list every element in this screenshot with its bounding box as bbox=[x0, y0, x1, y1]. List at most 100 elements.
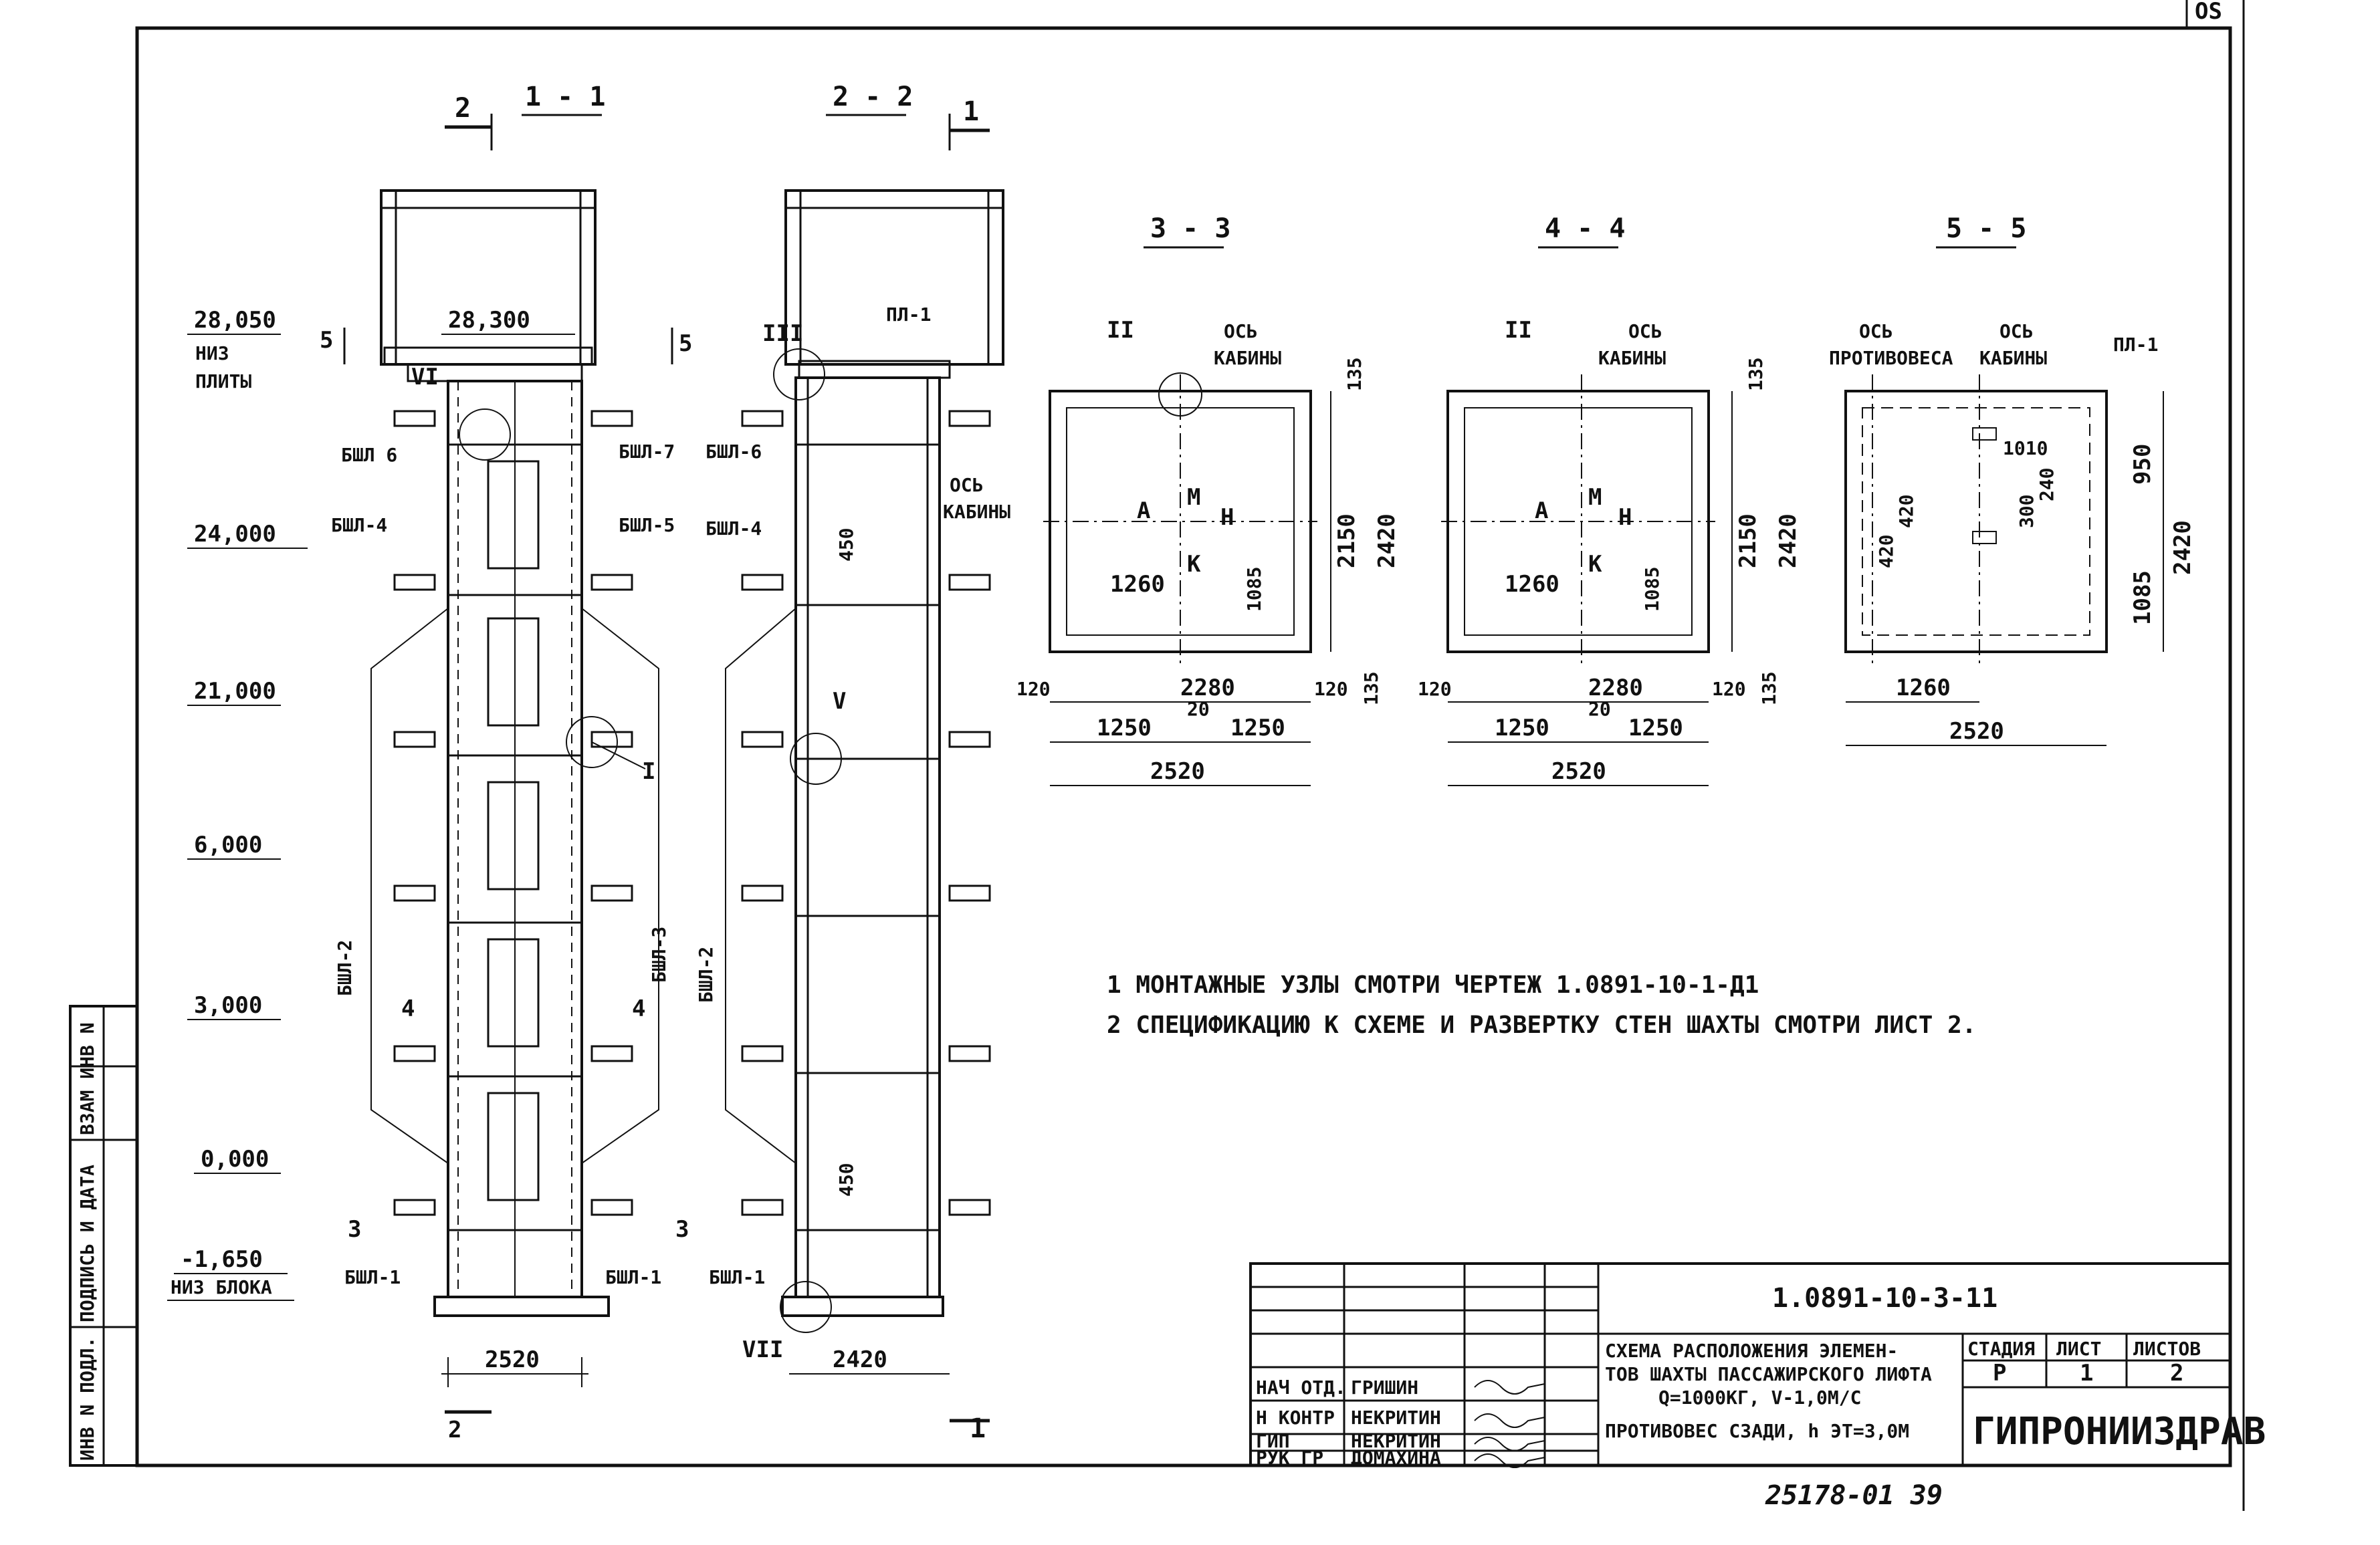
node-VII: VII bbox=[742, 1336, 783, 1363]
axis-cabin-33-side-2: КАБИНЫ bbox=[943, 501, 1010, 523]
node-II-33: II bbox=[1107, 317, 1134, 344]
node-I: I bbox=[642, 758, 655, 785]
block-bshl1-s22: БШЛ-1 bbox=[709, 1266, 765, 1288]
marker-1-top: 1 bbox=[963, 96, 979, 127]
dim-2420-44: 2420 bbox=[1775, 513, 1802, 568]
block-bshl2-s22: БШЛ-2 bbox=[695, 947, 717, 1003]
block-bshl3: БШЛ-3 bbox=[648, 927, 670, 983]
axis-cabin-33-2: КАБИНЫ bbox=[1214, 347, 1281, 369]
axis-cw-1: ОСЬ bbox=[1859, 320, 1893, 342]
axis-cw-2: ПРОТИВОВЕСА bbox=[1829, 347, 1953, 369]
marker-3-left: 3 bbox=[348, 1216, 361, 1243]
marker-4-left: 4 bbox=[401, 995, 415, 1022]
person-role-3: РУК ГР bbox=[1256, 1447, 1323, 1469]
block-pl1-55: ПЛ-1 bbox=[2113, 334, 2158, 356]
stamp-org: ГИПРОНИИЗДРАВ bbox=[1973, 1410, 2266, 1453]
dim-120-33-left: 120 bbox=[1016, 678, 1051, 700]
stamp-sheet-header: ЛИСТ bbox=[2056, 1338, 2101, 1360]
node-III: III bbox=[762, 320, 803, 347]
sidebar-sign-label: ПОДПИСЬ И ДАТА bbox=[76, 1165, 98, 1322]
dim-2150-33: 2150 bbox=[1333, 513, 1360, 568]
marker-4-right: 4 bbox=[632, 995, 645, 1022]
block-bshl1-right: БШЛ-1 bbox=[605, 1266, 661, 1288]
section-title-2-2: 2 - 2 bbox=[833, 82, 913, 112]
dim-1260-44: 1260 bbox=[1505, 571, 1559, 598]
level-6000: 6,000 bbox=[194, 832, 262, 858]
dim-2280-44: 2280 bbox=[1588, 675, 1643, 701]
sidebar-vzam-label: ВЗАМ ИНВ N bbox=[76, 1022, 98, 1135]
dim-2520-s11: 2520 bbox=[485, 1346, 540, 1373]
block-bshl2: БШЛ-2 bbox=[334, 940, 356, 996]
level-1650: -1,650 bbox=[181, 1246, 263, 1273]
label-H-44: Н bbox=[1618, 504, 1632, 531]
person-role-0: НАЧ ОТД. bbox=[1256, 1377, 1346, 1399]
label-A-33: А bbox=[1137, 497, 1150, 524]
level-24000: 24,000 bbox=[194, 521, 276, 548]
dim-2420-33: 2420 bbox=[1374, 513, 1400, 568]
dim-2420-55: 2420 bbox=[2169, 520, 2196, 575]
block-bshl6: БШЛ 6 bbox=[341, 444, 397, 466]
section-2-2: 2 - 2 1 bbox=[695, 82, 1004, 1444]
stamp-stage: Р bbox=[1993, 1360, 2006, 1387]
dim-300: 300 bbox=[2016, 494, 2038, 528]
stamp-title-2: ТОВ ШАХТЫ ПАССАЖИРСКОГО ЛИФТА bbox=[1605, 1363, 1932, 1385]
section-title-5-5: 5 - 5 bbox=[1946, 213, 2026, 244]
person-name-0: ГРИШИН bbox=[1351, 1377, 1418, 1399]
dim-2280-33: 2280 bbox=[1180, 675, 1235, 701]
level-28050-sub-1: НИЗ bbox=[195, 342, 229, 364]
dim-420-a: 420 bbox=[1875, 534, 1897, 568]
person-role-2: ГИП bbox=[1256, 1430, 1290, 1452]
note-2: 2 СПЕЦИФИКАЦИЮ К СХЕМЕ И РАЗВЕРТКУ СТЕН … bbox=[1107, 1012, 1976, 1039]
block-bshl4: БШЛ-4 bbox=[331, 514, 387, 536]
notes: 1 МОНТАЖНЫЕ УЗЛЫ СМОТРИ ЧЕРТЕЖ 1.0891-10… bbox=[1107, 971, 1976, 1039]
label-M-44: М bbox=[1588, 484, 1602, 511]
level-21000: 21,000 bbox=[194, 678, 276, 705]
person-name-2: НЕКРИТИН bbox=[1351, 1430, 1441, 1452]
axis-cabin-33-side-1: ОСЬ bbox=[950, 474, 984, 496]
dim-1250-33-right: 1250 bbox=[1230, 715, 1285, 741]
dim-450-bottom: 450 bbox=[835, 1163, 857, 1197]
block-bshl4-s22: БШЛ-4 bbox=[706, 517, 762, 540]
stamp-title-1: СХЕМА РАСПОЛОЖЕНИЯ ЭЛЕМЕН- bbox=[1605, 1340, 1898, 1362]
block-bshl1-left: БШЛ-1 bbox=[344, 1266, 401, 1288]
level-28300: 28,300 bbox=[448, 307, 530, 334]
level-28050-sub-2: ПЛИТЫ bbox=[195, 370, 251, 392]
axis-cabin-33-1: ОСЬ bbox=[1224, 320, 1258, 342]
corner-mark: OS bbox=[2195, 0, 2222, 25]
title-block: 1.0891-10-3-11 СХЕМА РАСПОЛОЖЕНИЯ ЭЛЕМЕН… bbox=[1249, 1262, 2266, 1469]
dim-1260-33: 1260 bbox=[1110, 571, 1165, 598]
dim-1250-44-right: 1250 bbox=[1628, 715, 1683, 741]
dim-1250-33-left: 1250 bbox=[1097, 715, 1152, 741]
dim-1085-33: 1085 bbox=[1243, 567, 1265, 612]
dim-20-33: 20 bbox=[1187, 698, 1210, 720]
stamp-sheets: 2 bbox=[2170, 1360, 2183, 1387]
person-name-3: ДОМАХИНА bbox=[1351, 1447, 1441, 1469]
axis-cabin-55-1: ОСЬ bbox=[1999, 320, 2034, 342]
dim-135-44-bottom: 135 bbox=[1758, 671, 1780, 705]
sidebar-inv-label: ИНВ N ПОДЛ. bbox=[76, 1337, 98, 1461]
section-title-3-3: 3 - 3 bbox=[1150, 213, 1230, 244]
stamp-title-4: ПРОТИВОВЕС СЗАДИ, h ЭТ=3,0М bbox=[1605, 1420, 1909, 1442]
sidebar-stamp: ИНВ N ПОДЛ. ПОДПИСЬ И ДАТА ВЗАМ ИНВ N bbox=[69, 1005, 138, 1467]
block-bshl6-s22: БШЛ-6 bbox=[706, 441, 762, 463]
node-V: V bbox=[833, 688, 846, 715]
dim-1250-44-left: 1250 bbox=[1495, 715, 1549, 741]
dim-135-33-bottom: 135 bbox=[1360, 671, 1382, 705]
dim-120-33-right: 120 bbox=[1314, 678, 1348, 700]
block-bshl5: БШЛ-5 bbox=[619, 514, 675, 536]
dim-450-top: 450 bbox=[835, 527, 857, 562]
block-pl1: ПЛ-1 bbox=[886, 304, 931, 326]
axis-cabin-44-1: ОСЬ bbox=[1628, 320, 1662, 342]
level-28050: 28,050 bbox=[194, 307, 276, 334]
dim-2520-55: 2520 bbox=[1949, 718, 2004, 745]
dim-950: 950 bbox=[2129, 444, 2156, 485]
dim-2520-44: 2520 bbox=[1551, 758, 1606, 785]
section-1-1: 1 - 1 2 bbox=[320, 82, 692, 1443]
dim-2150-44: 2150 bbox=[1735, 513, 1761, 568]
axis-cabin-44-2: КАБИНЫ bbox=[1598, 347, 1666, 369]
dim-1260-55: 1260 bbox=[1896, 675, 1951, 701]
marker-1-bottom: 1 bbox=[970, 1413, 986, 1444]
dim-1085-55: 1085 bbox=[2129, 570, 2156, 625]
marker-2-bottom: 2 bbox=[448, 1417, 461, 1443]
